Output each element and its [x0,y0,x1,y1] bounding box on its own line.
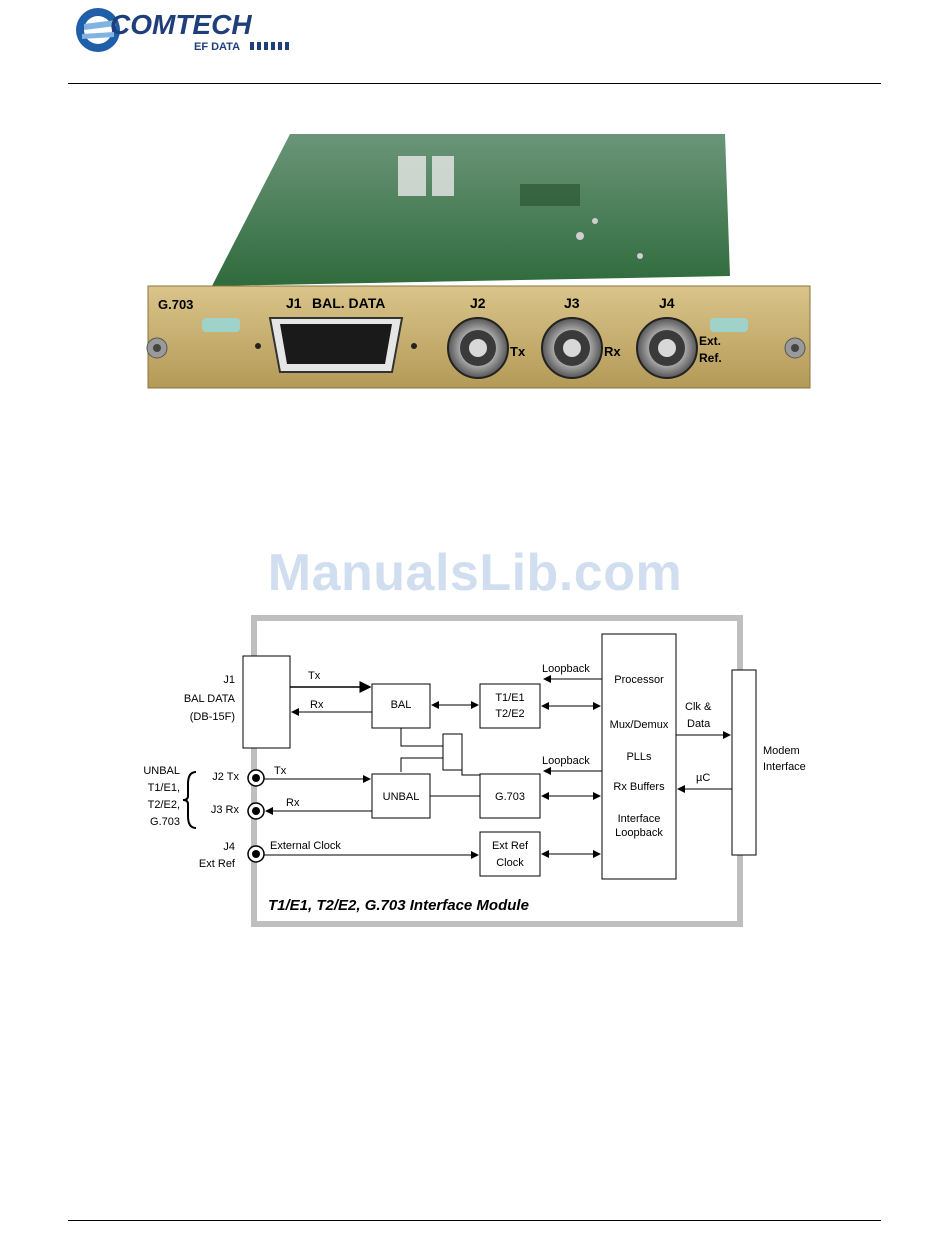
bal-box [371,683,431,729]
block-diagram: J1 BAL DATA (DB-15F) Tx Rx BAL T1/E1 T2/… [143,615,806,927]
select-switch [442,733,463,771]
photo-label-ref: Ref. [699,351,722,365]
loopback-mid-label: Loopback [542,755,590,767]
photo-label-bal-data: BAL. DATA [312,295,385,311]
photo-label-j4: J4 [659,295,675,311]
ext-ref-label-1: Ext Ref [492,840,529,852]
photo-label-j3: J3 [564,295,580,311]
photo-label-tx: Tx [510,344,526,359]
j1-line1: BAL DATA [184,693,236,705]
clk-data-label-1: Clk & [685,701,712,713]
g703-label: G.703 [495,791,525,803]
logo-text: COMTECH [110,9,252,40]
bal-label: BAL [391,699,412,711]
rx-buffers-label: Rx Buffers [613,781,665,793]
comtech-logo: COMTECH EF DATA [76,8,289,53]
j1-line2: (DB-15F) [190,711,235,723]
external-clock-label: External Clock [270,840,341,852]
loopback-top-label: Loopback [542,663,590,675]
j3-rx-label: J3 Rx [211,804,240,816]
processor-label: Processor [614,674,664,686]
brace [182,771,197,829]
unbal-group-3: T2/E2, [148,799,180,811]
j4-label-1: J4 [223,841,235,853]
led-left [202,318,240,332]
modem-interface-box [731,669,757,856]
logo-subtext: EF DATA [194,41,240,53]
processor-box [601,633,677,880]
unbal-label: UNBAL [383,791,420,803]
photo-label-ext: Ext. [699,334,721,348]
t1e1-box [479,683,541,729]
photo-label-j1: J1 [286,295,302,311]
clk-data-label-2: Data [687,718,711,730]
tx-label: Tx [308,670,321,682]
t1e1-label: T1/E1 [495,692,524,704]
modem-label-2: Interface [763,761,806,773]
photo-label-rx: Rx [604,344,621,359]
header-rule [68,83,881,84]
photo-label-g703: G.703 [158,297,193,312]
mux-demux-label: Mux/Demux [610,719,669,731]
g703-box [479,773,541,819]
footer-rule [68,1220,881,1221]
t2e2-label: T2/E2 [495,708,524,720]
unbal-rx-label: Rx [286,797,300,809]
interface-loopback-label: Loopback [615,827,663,839]
unbal-tx-label: Tx [274,765,287,777]
photo-label-j2: J2 [470,295,486,311]
j1-label: J1 [223,674,235,686]
interface-label: Interface [618,813,661,825]
j1-box [242,655,291,749]
module-photo: G.703 J1 BAL. DATA J2 J3 J4 Tx Rx Ext. R… [146,134,811,389]
j2-tx-label: J2 Tx [212,771,239,783]
pcb-board [212,134,730,286]
j4-label-2: Ext Ref [199,858,236,870]
plls-label: PLLs [626,751,652,763]
unbal-group-2: T1/E1, [148,782,180,794]
uc-label: µC [696,772,710,784]
rx-label: Rx [310,699,324,711]
led-right [710,318,748,332]
ext-ref-box [479,831,541,877]
watermark: ManualsLib.com [267,544,683,602]
diagram-caption: T1/E1, T2/E2, G.703 Interface Module [268,897,529,914]
ext-ref-label-2: Clock [496,857,524,869]
unbal-group-4: G.703 [150,816,180,828]
unbal-group-1: UNBAL [143,765,180,777]
modem-label-1: Modem [763,745,800,757]
